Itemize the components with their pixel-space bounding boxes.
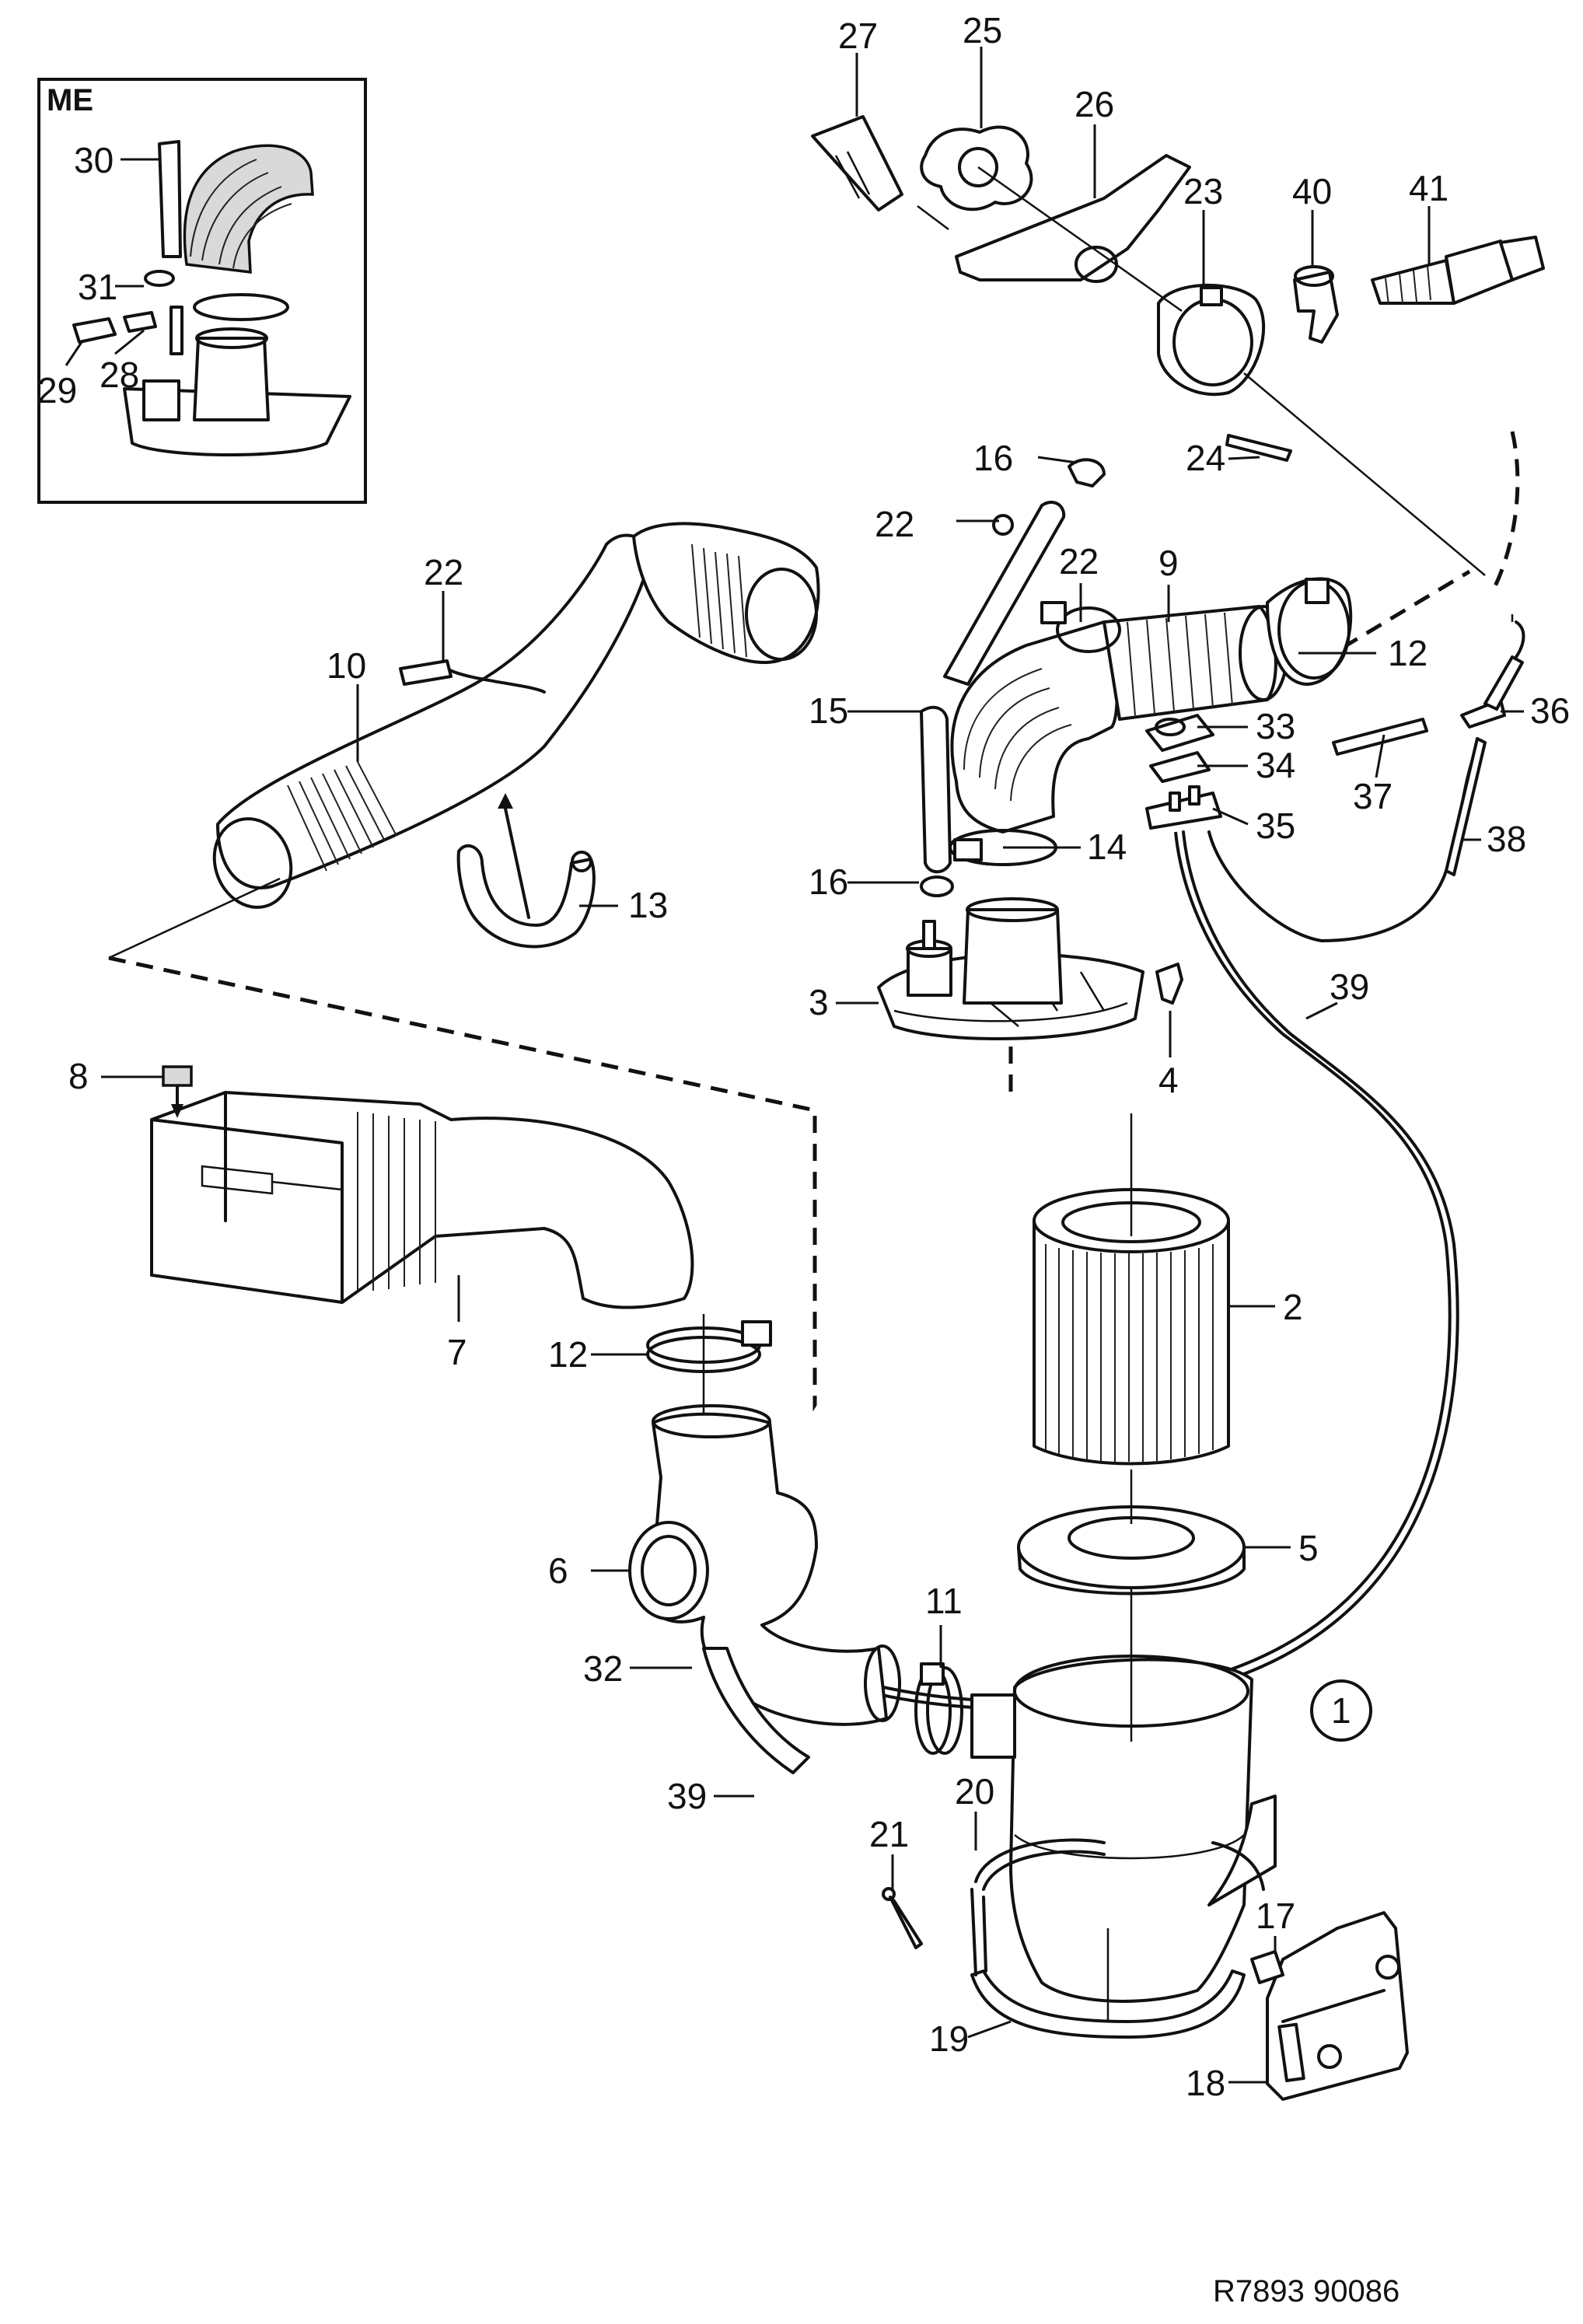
callout-16-bottom: 16 — [809, 861, 848, 902]
intake-duct-7: 8 7 — [68, 1056, 694, 1372]
callout-7: 7 — [447, 1332, 467, 1372]
bracket-assembly: 27 25 26 23 40 41 24 — [811, 10, 1545, 576]
callout-27: 27 — [838, 16, 878, 56]
callout-2: 2 — [1283, 1287, 1303, 1327]
callout-34: 34 — [1256, 745, 1295, 785]
junction-pipe-6: 12 6 32 39 — [548, 1314, 901, 1816]
callout-29: 29 — [37, 370, 77, 411]
callout-36: 36 — [1530, 690, 1570, 731]
callout-20: 20 — [955, 1771, 994, 1812]
callout-17: 17 — [1256, 1896, 1295, 1936]
callout-22-left: 22 — [875, 504, 914, 544]
callout-21: 21 — [869, 1814, 909, 1854]
callout-41: 41 — [1409, 168, 1448, 208]
callout-10: 10 — [327, 645, 366, 686]
callout-31: 31 — [78, 267, 117, 307]
mounting-strap: 21 20 19 — [869, 1771, 1265, 2059]
callout-18: 18 — [1186, 2063, 1225, 2103]
callout-13: 13 — [628, 885, 668, 925]
callout-3: 3 — [809, 982, 829, 1022]
reference-code: R7893 90086 — [1213, 2274, 1400, 2308]
air-duct-10: 22 10 13 — [212, 522, 820, 949]
elbow-hose-assembly: 16 22 22 9 12 15 16 14 — [809, 438, 1427, 902]
callout-4: 4 — [1158, 1060, 1179, 1100]
inset-label: ME — [47, 83, 93, 117]
callout-30: 30 — [74, 140, 114, 180]
callout-38: 38 — [1487, 819, 1526, 859]
callout-39-right: 39 — [1330, 966, 1369, 1007]
callout-14: 14 — [1087, 827, 1127, 867]
callout-19: 19 — [929, 2018, 969, 2059]
callout-32: 32 — [583, 1648, 623, 1689]
callout-25: 25 — [963, 10, 1002, 51]
filter-element-2: 2 — [1033, 1113, 1303, 1466]
callout-9: 9 — [1158, 543, 1179, 583]
callout-23: 23 — [1183, 171, 1223, 211]
callout-28: 28 — [100, 355, 139, 395]
filter-housing: 1 — [970, 1586, 1372, 2003]
mounting-bracket: 17 18 — [1186, 1896, 1409, 2103]
callout-26: 26 — [1075, 84, 1114, 124]
callout-37: 37 — [1353, 776, 1393, 816]
filter-cover-3: 3 4 — [809, 897, 1183, 1100]
callout-35: 35 — [1256, 806, 1295, 846]
callout-40: 40 — [1292, 171, 1332, 211]
inset-me: ME 30 31 29 28 — [37, 78, 367, 504]
callout-12-left: 12 — [548, 1334, 588, 1375]
hose-clamp-11: 11 — [914, 1581, 963, 1755]
callout-22-duct: 22 — [424, 552, 463, 592]
callout-22-mid: 22 — [1059, 541, 1099, 582]
callout-8: 8 — [68, 1056, 89, 1096]
callout-6: 6 — [548, 1550, 568, 1591]
callout-12-right: 12 — [1388, 633, 1427, 673]
callout-1: 1 — [1331, 1690, 1351, 1731]
callout-24: 24 — [1186, 438, 1225, 478]
callout-11: 11 — [925, 1581, 963, 1621]
callout-16-top: 16 — [973, 438, 1013, 478]
callout-5: 5 — [1298, 1528, 1319, 1568]
callout-39-left: 39 — [667, 1776, 707, 1816]
callout-33: 33 — [1256, 706, 1295, 746]
callout-15: 15 — [809, 690, 848, 731]
